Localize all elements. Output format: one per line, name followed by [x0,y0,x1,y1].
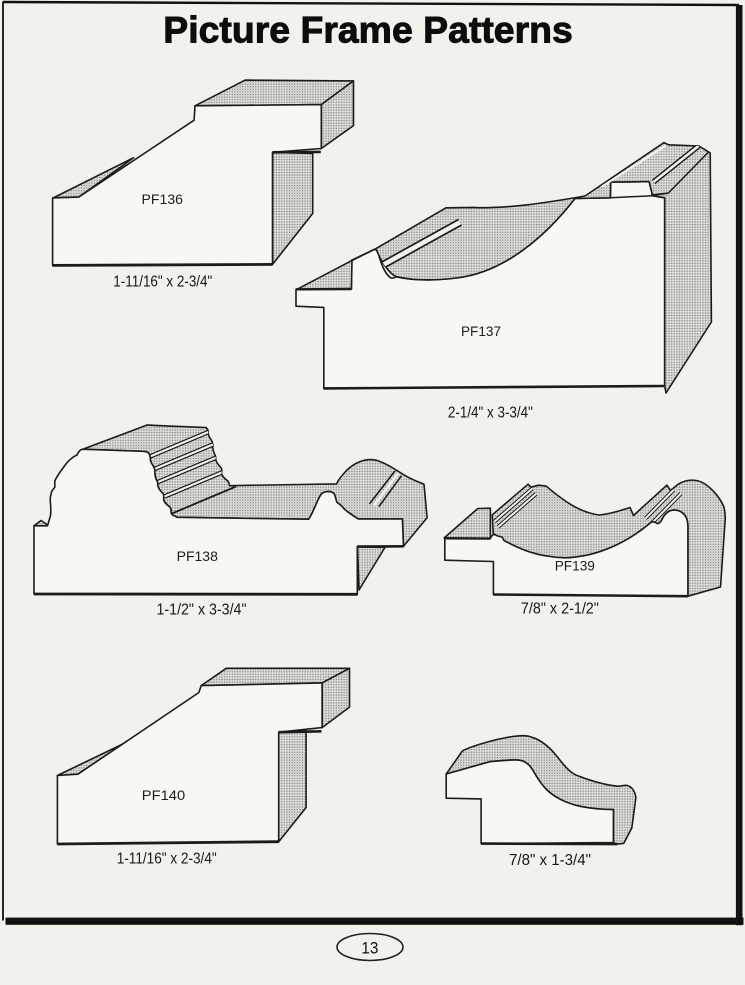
svg-text:PF140: PF140 [142,787,186,803]
svg-text:1-1/2" x 3-3/4": 1-1/2" x 3-3/4" [157,602,247,619]
svg-text:13: 13 [361,940,378,958]
svg-text:1-11/16" x 2-3/4": 1-11/16" x 2-3/4" [117,851,217,868]
svg-text:PF137: PF137 [461,323,501,339]
svg-text:7/8" x 2-1/2": 7/8" x 2-1/2" [521,601,599,618]
svg-text:PF138: PF138 [177,548,219,564]
svg-text:PF136: PF136 [142,191,184,207]
svg-text:Picture Frame Patterns: Picture Frame Patterns [163,9,573,50]
svg-text:1-11/16" x 2-3/4": 1-11/16" x 2-3/4" [113,274,212,291]
svg-text:2-1/4" x 3-3/4": 2-1/4" x 3-3/4" [448,405,533,422]
svg-text:PF139: PF139 [555,558,595,574]
svg-text:7/8" x 1-3/4": 7/8" x 1-3/4" [509,852,591,869]
